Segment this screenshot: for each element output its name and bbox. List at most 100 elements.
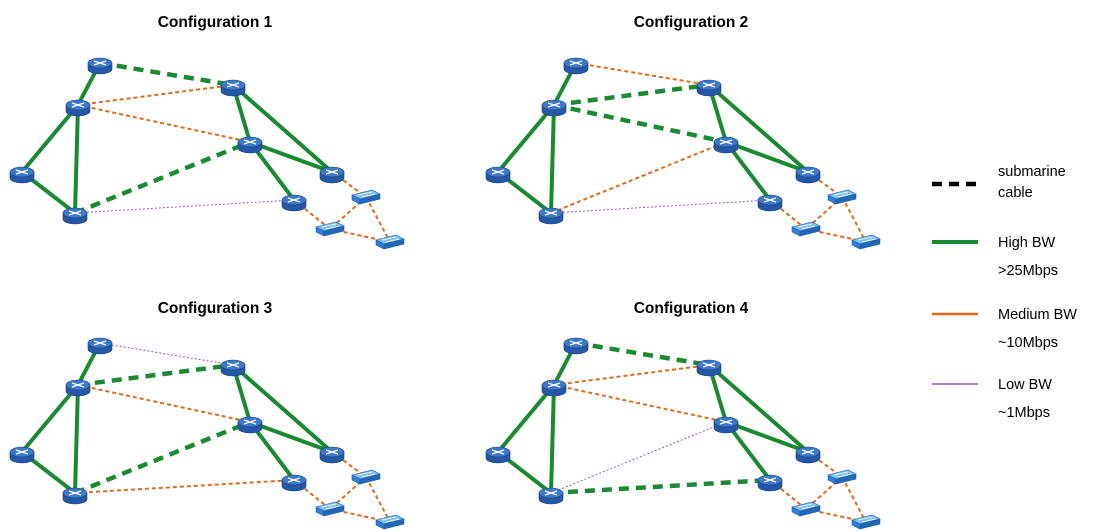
link-C-D-high: [496, 383, 556, 454]
router-icon: [319, 446, 345, 464]
router-icon: [795, 446, 821, 464]
link-A-B-submarine: [575, 340, 710, 368]
switch-icon: [827, 189, 857, 205]
router-icon: [9, 166, 35, 184]
link-C-B-medium: [553, 364, 710, 386]
legend-sublabel: cable: [998, 185, 1033, 201]
link-S1-S3-medium: [841, 196, 867, 243]
link-C-D-high: [496, 103, 556, 174]
router-icon: [795, 166, 821, 184]
link-S1-S3-medium: [365, 196, 391, 243]
link-C-F-medium: [77, 104, 251, 143]
link-F-G-high: [249, 420, 333, 454]
configuration-title: Configuration 4: [634, 300, 749, 317]
router-icon: [713, 136, 739, 154]
configuration-panel-2: Configuration 2: [485, 14, 881, 250]
switch-icon: [351, 189, 381, 205]
switch-icon: [791, 221, 821, 237]
link-C-B-submarine: [553, 82, 710, 108]
switch-icon: [851, 234, 881, 250]
legend-item-low: Low BW ~1Mbps: [932, 377, 1052, 421]
link-F-G-high: [725, 420, 809, 454]
link-E-H-low: [74, 199, 295, 214]
link-C-F-submarine: [553, 102, 727, 145]
router-icon: [65, 99, 91, 117]
router-icon: [541, 379, 567, 397]
link-F-G-high: [249, 140, 333, 174]
link-B-G-high: [707, 83, 810, 174]
router-icon: [538, 207, 564, 225]
link-C-E-high: [73, 104, 80, 214]
router-icon: [541, 99, 567, 117]
switch-icon: [351, 469, 381, 485]
router-icon: [563, 57, 589, 75]
link-C-E-high: [73, 384, 80, 494]
link-A-B-submarine: [99, 60, 234, 88]
nodes: [485, 57, 881, 250]
link-E-F-submarine: [74, 139, 251, 216]
link-C-D-high: [20, 383, 80, 454]
link-B-G-high: [707, 363, 810, 454]
link-B-G-high: [231, 363, 334, 454]
switch-icon: [315, 501, 345, 517]
legend-label: submarine: [998, 164, 1066, 180]
switch-icon: [851, 514, 881, 530]
switch-icon: [827, 469, 857, 485]
link-F-G-high: [725, 140, 809, 174]
link-C-E-high: [549, 104, 556, 214]
link-S1-S3-medium: [365, 476, 391, 523]
router-icon: [485, 446, 511, 464]
router-icon: [237, 416, 263, 434]
link-E-H-medium: [74, 479, 295, 494]
legend-label: High BW: [998, 235, 1056, 251]
configuration-title: Configuration 3: [158, 300, 273, 317]
router-icon: [281, 194, 307, 212]
router-icon: [220, 79, 246, 97]
switch-icon: [375, 234, 405, 250]
router-icon: [87, 337, 113, 355]
router-icon: [538, 487, 564, 505]
router-icon: [696, 359, 722, 377]
legend-sublabel: ~1Mbps: [998, 405, 1050, 421]
link-E-F-low: [550, 421, 727, 494]
nodes: [9, 337, 405, 530]
legend-item-submarine: submarine cable: [932, 164, 1066, 201]
link-A-B-medium: [575, 62, 710, 86]
switch-icon: [791, 501, 821, 517]
link-C-B-submarine: [77, 362, 234, 388]
link-E-F-medium: [550, 141, 727, 214]
router-icon: [220, 359, 246, 377]
links: [496, 340, 867, 523]
router-icon: [62, 207, 88, 225]
router-icon: [696, 79, 722, 97]
router-icon: [757, 194, 783, 212]
legend-item-medium: Medium BW ~10Mbps: [932, 307, 1077, 351]
link-C-B-medium: [77, 84, 234, 106]
router-icon: [281, 474, 307, 492]
link-E-H-low: [550, 199, 771, 214]
link-C-F-medium: [77, 384, 251, 423]
configuration-title: Configuration 1: [158, 14, 273, 31]
link-E-H-submarine: [550, 477, 771, 496]
legend-item-high: High BW>25Mbps: [932, 235, 1058, 279]
router-icon: [237, 136, 263, 154]
legend-label: Low BW: [998, 377, 1052, 393]
legend-sublabel: ~10Mbps: [998, 335, 1058, 351]
router-icon: [563, 337, 589, 355]
link-B-G-high: [231, 83, 334, 174]
router-icon: [713, 416, 739, 434]
configuration-title: Configuration 2: [634, 14, 749, 31]
configuration-panel-3: Configuration 3: [9, 300, 405, 530]
configuration-panel-1: Configuration 1: [9, 14, 405, 250]
nodes: [485, 337, 881, 530]
legend-label: Medium BW: [998, 307, 1077, 323]
switch-icon: [375, 514, 405, 530]
router-icon: [319, 166, 345, 184]
switch-icon: [315, 221, 345, 237]
router-icon: [757, 474, 783, 492]
router-icon: [9, 446, 35, 464]
configuration-panel-4: Configuration 4: [485, 300, 881, 530]
link-S1-S3-medium: [841, 476, 867, 523]
